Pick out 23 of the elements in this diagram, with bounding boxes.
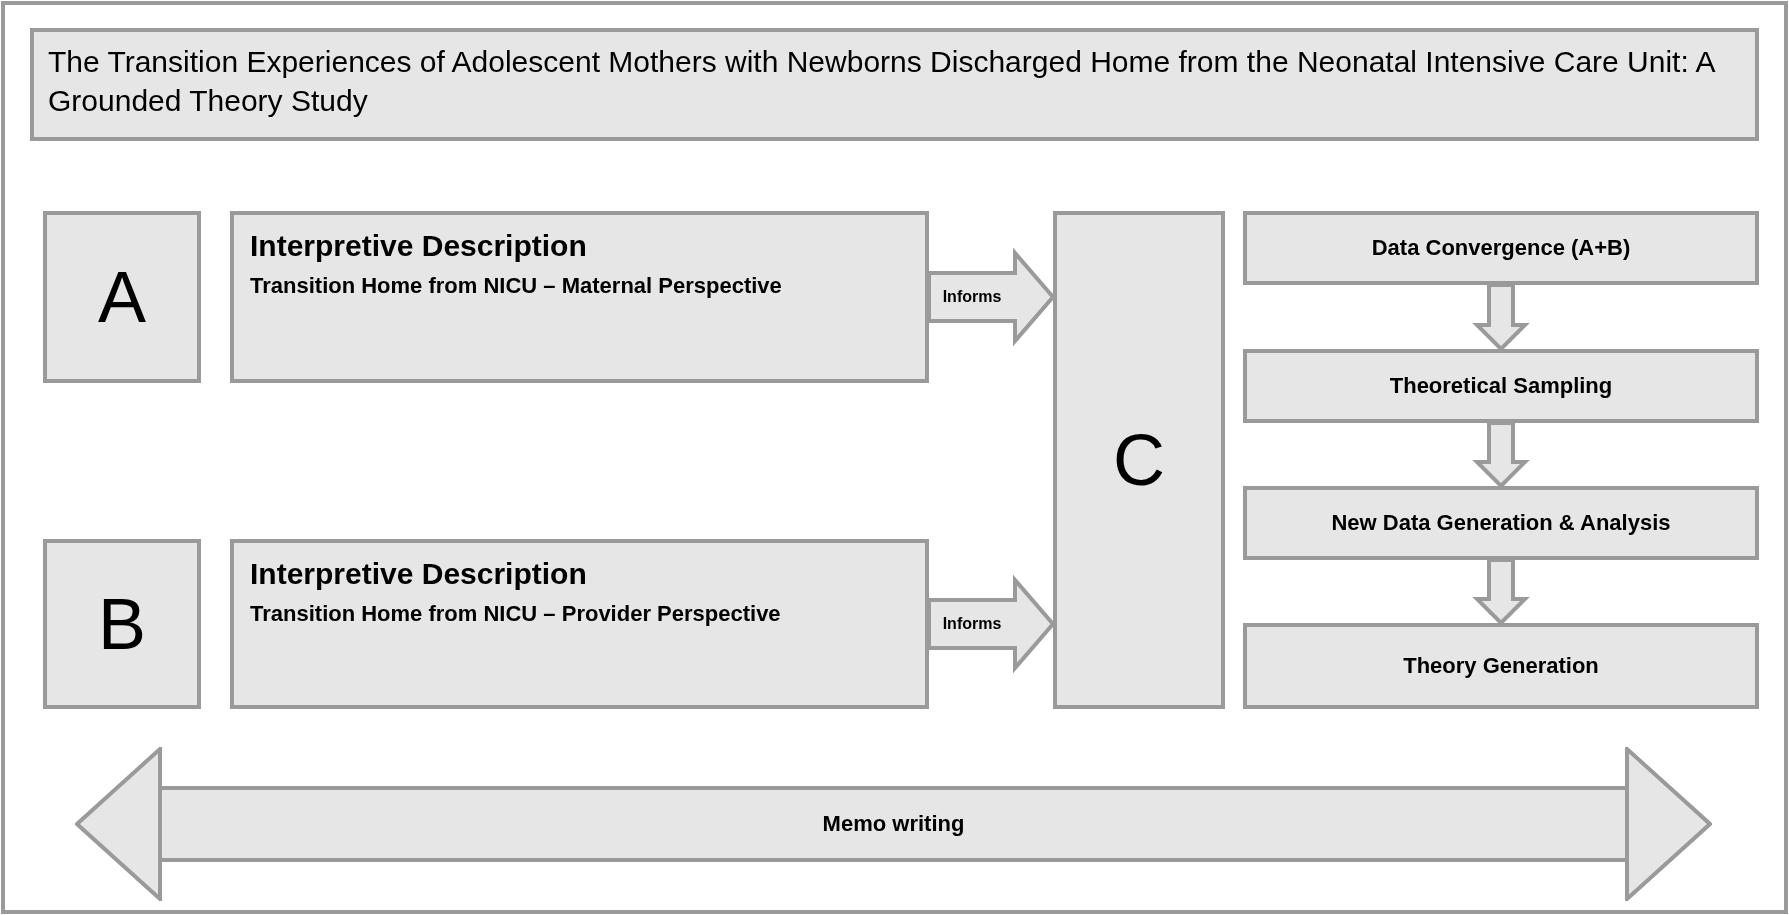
box-subtitle: Transition Home from NICU – Provider Perspective: [250, 601, 782, 627]
label-box: A: [43, 211, 201, 383]
process-box: Data Convergence (A+B): [1243, 211, 1759, 285]
edge-label: Informs: [942, 288, 1002, 306]
description-box: [230, 211, 929, 383]
title-banner: The Transition Experiences of Adolescent Mothers with Newborns Discharged Home from the Neonatal Intensive Care Unit: A Grounded Theory Study: [30, 28, 1759, 141]
box-subtitle: Transition Home from NICU – Maternal Perspective: [250, 273, 783, 299]
block-arrow: [1472, 283, 1530, 352]
box-heading: Interpretive Description: [250, 229, 588, 263]
block-arrow: [927, 247, 1056, 347]
edge-label: Informs: [942, 615, 1002, 633]
block-arrow: [1472, 421, 1530, 489]
label-box: B: [43, 539, 201, 709]
description-box: [230, 539, 929, 709]
process-box: Theory Generation: [1243, 623, 1759, 709]
block-arrow: [1472, 558, 1530, 626]
band-label: Memo writing: [822, 811, 965, 837]
process-box: Theoretical Sampling: [1243, 349, 1759, 423]
box-heading: Interpretive Description: [250, 557, 588, 591]
process-box: New Data Generation & Analysis: [1243, 486, 1759, 560]
double-arrow-band: [75, 747, 1712, 901]
label-box: C: [1053, 211, 1225, 709]
block-arrow: [927, 574, 1056, 674]
